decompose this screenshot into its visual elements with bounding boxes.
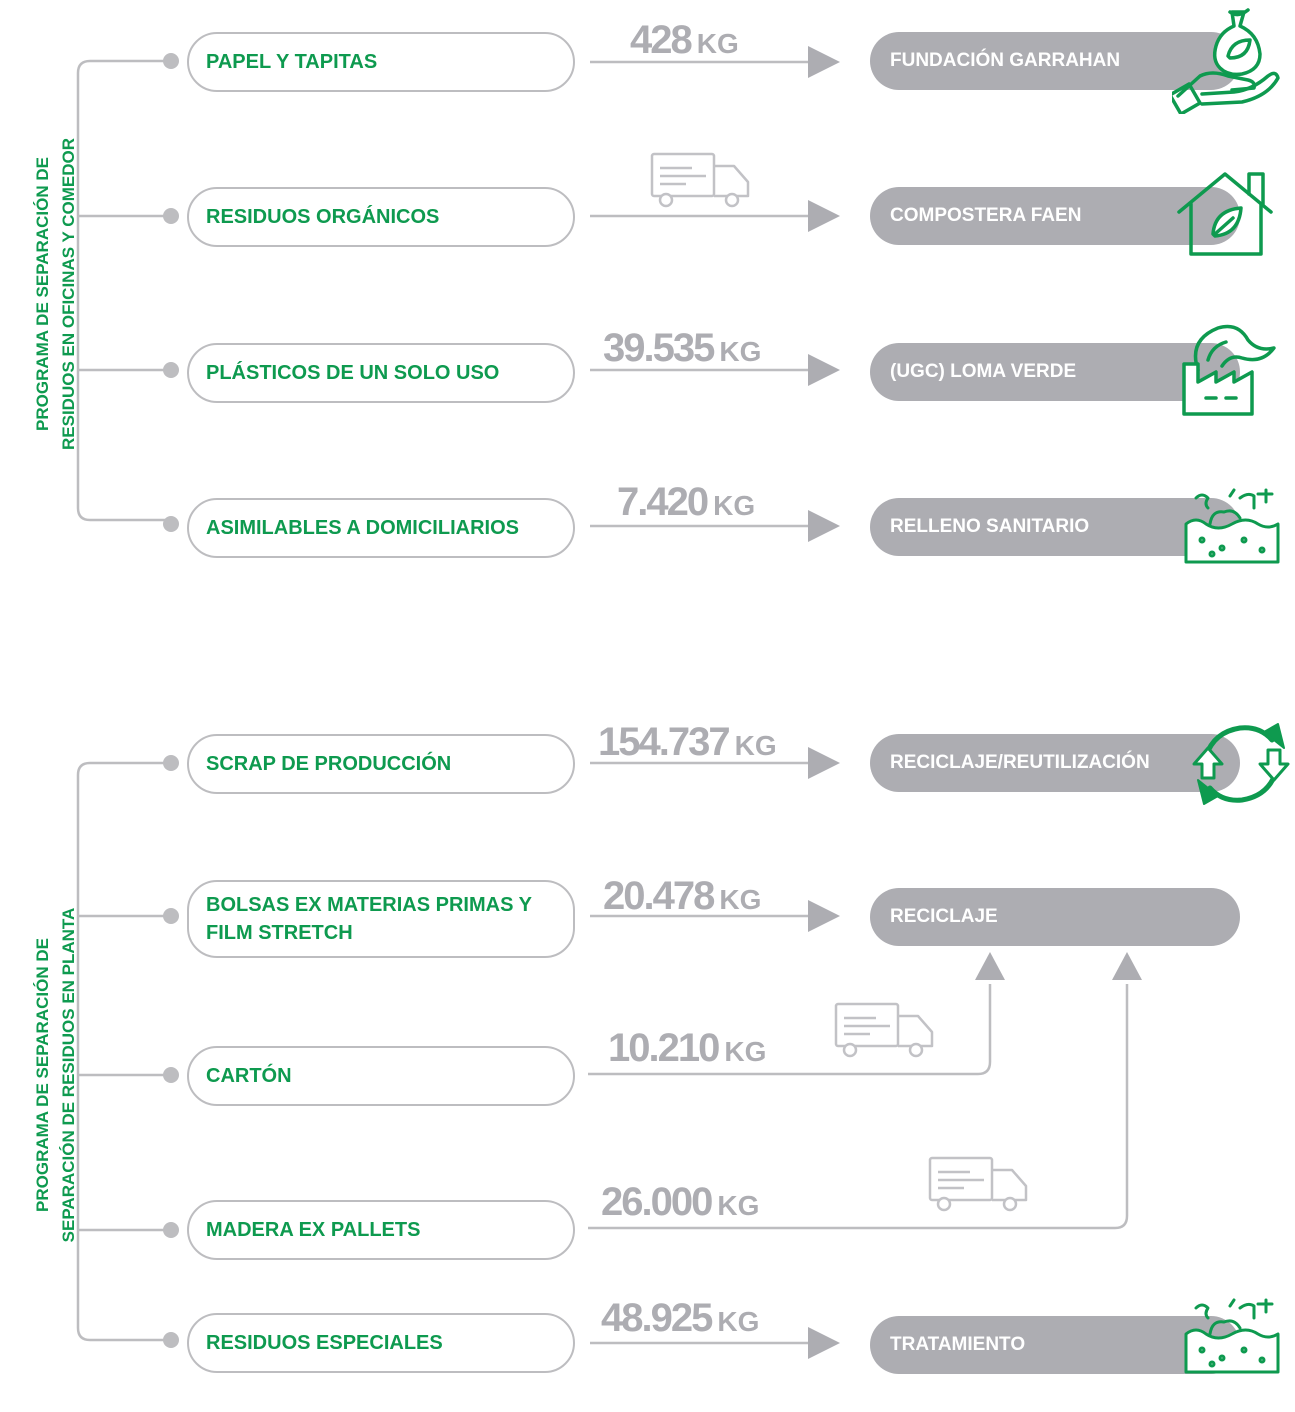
truck-icon [928, 1156, 1028, 1212]
truck-icon [650, 152, 750, 208]
bullet [163, 1067, 179, 1083]
flow-line [588, 984, 1129, 1230]
source-pill: CARTÓN [187, 1046, 575, 1106]
arrow-up-icon [1112, 952, 1142, 980]
bullet [163, 755, 179, 771]
arrow-right-icon [808, 1327, 840, 1359]
destination-pill: RECICLAJE/REUTILIZACIÓN [870, 734, 1240, 792]
bullet [163, 53, 179, 69]
source-pill: ASIMILABLES A DOMICILIARIOS [187, 498, 575, 558]
bullet [163, 1332, 179, 1348]
bullet [163, 908, 179, 924]
bullet [163, 362, 179, 378]
arrow-right-icon [808, 354, 840, 386]
section2-title-line2: SEPARACIÓN DE RESIDUOS EN PLANTA [59, 907, 78, 1243]
source-pill: RESIDUOS ESPECIALES [187, 1313, 575, 1373]
landfill-icon [1184, 1298, 1280, 1374]
section2-title-line1: PROGRAMA DE SEPARACIÓN DE [33, 938, 52, 1212]
flow-line [588, 984, 992, 1076]
arrow-right-icon [808, 510, 840, 542]
section1-title-line2: RESIDUOS EN OFICINAS Y COMEDOR [59, 137, 78, 451]
source-pill: SCRAP DE PRODUCCIÓN [187, 734, 575, 794]
bullet [163, 208, 179, 224]
destination-pill: COMPOSTERA FAEN [870, 187, 1240, 245]
section2-bracket [76, 761, 168, 1342]
section1-title-line1: PROGRAMA DE SEPARACIÓN DE [33, 157, 52, 431]
truck-icon [834, 1002, 934, 1058]
source-pill: RESIDUOS ORGÁNICOS [187, 187, 575, 247]
arrow-right-icon [808, 46, 840, 78]
arrow-up-icon [975, 952, 1005, 980]
house-leaf-icon [1177, 172, 1273, 256]
destination-pill: TRATAMIENTO [870, 1316, 1240, 1374]
source-pill: BOLSAS EX MATERIAS PRIMAS Y FILM STRETCH [187, 880, 575, 958]
recycle-arrows-icon [1192, 723, 1290, 805]
section2-title: PROGRAMA DE SEPARACIÓN DE SEPARACIÓN DE … [30, 835, 90, 1315]
source-pill: MADERA EX PALLETS [187, 1200, 575, 1260]
destination-pill: (UGC) LOMA VERDE [870, 343, 1240, 401]
section1-title: PROGRAMA DE SEPARACIÓN DE RESIDUOS EN OF… [30, 84, 90, 504]
arrow-right-icon [808, 747, 840, 779]
source-pill: PLÁSTICOS DE UN SOLO USO [187, 343, 575, 403]
destination-pill: FUNDACIÓN GARRAHAN [870, 32, 1240, 90]
hand-money-bag-leaf-icon [1172, 8, 1280, 114]
section1-bracket [76, 59, 168, 522]
arrow-right-icon [808, 900, 840, 932]
bullet [163, 516, 179, 532]
destination-pill: RELLENO SANITARIO [870, 498, 1240, 556]
bullet [163, 1222, 179, 1238]
arrow-right-icon [808, 200, 840, 232]
factory-leaf-icon [1182, 324, 1276, 416]
landfill-icon [1184, 488, 1280, 564]
source-pill: PAPEL Y TAPITAS [187, 32, 575, 92]
destination-pill: RECICLAJE [870, 888, 1240, 946]
